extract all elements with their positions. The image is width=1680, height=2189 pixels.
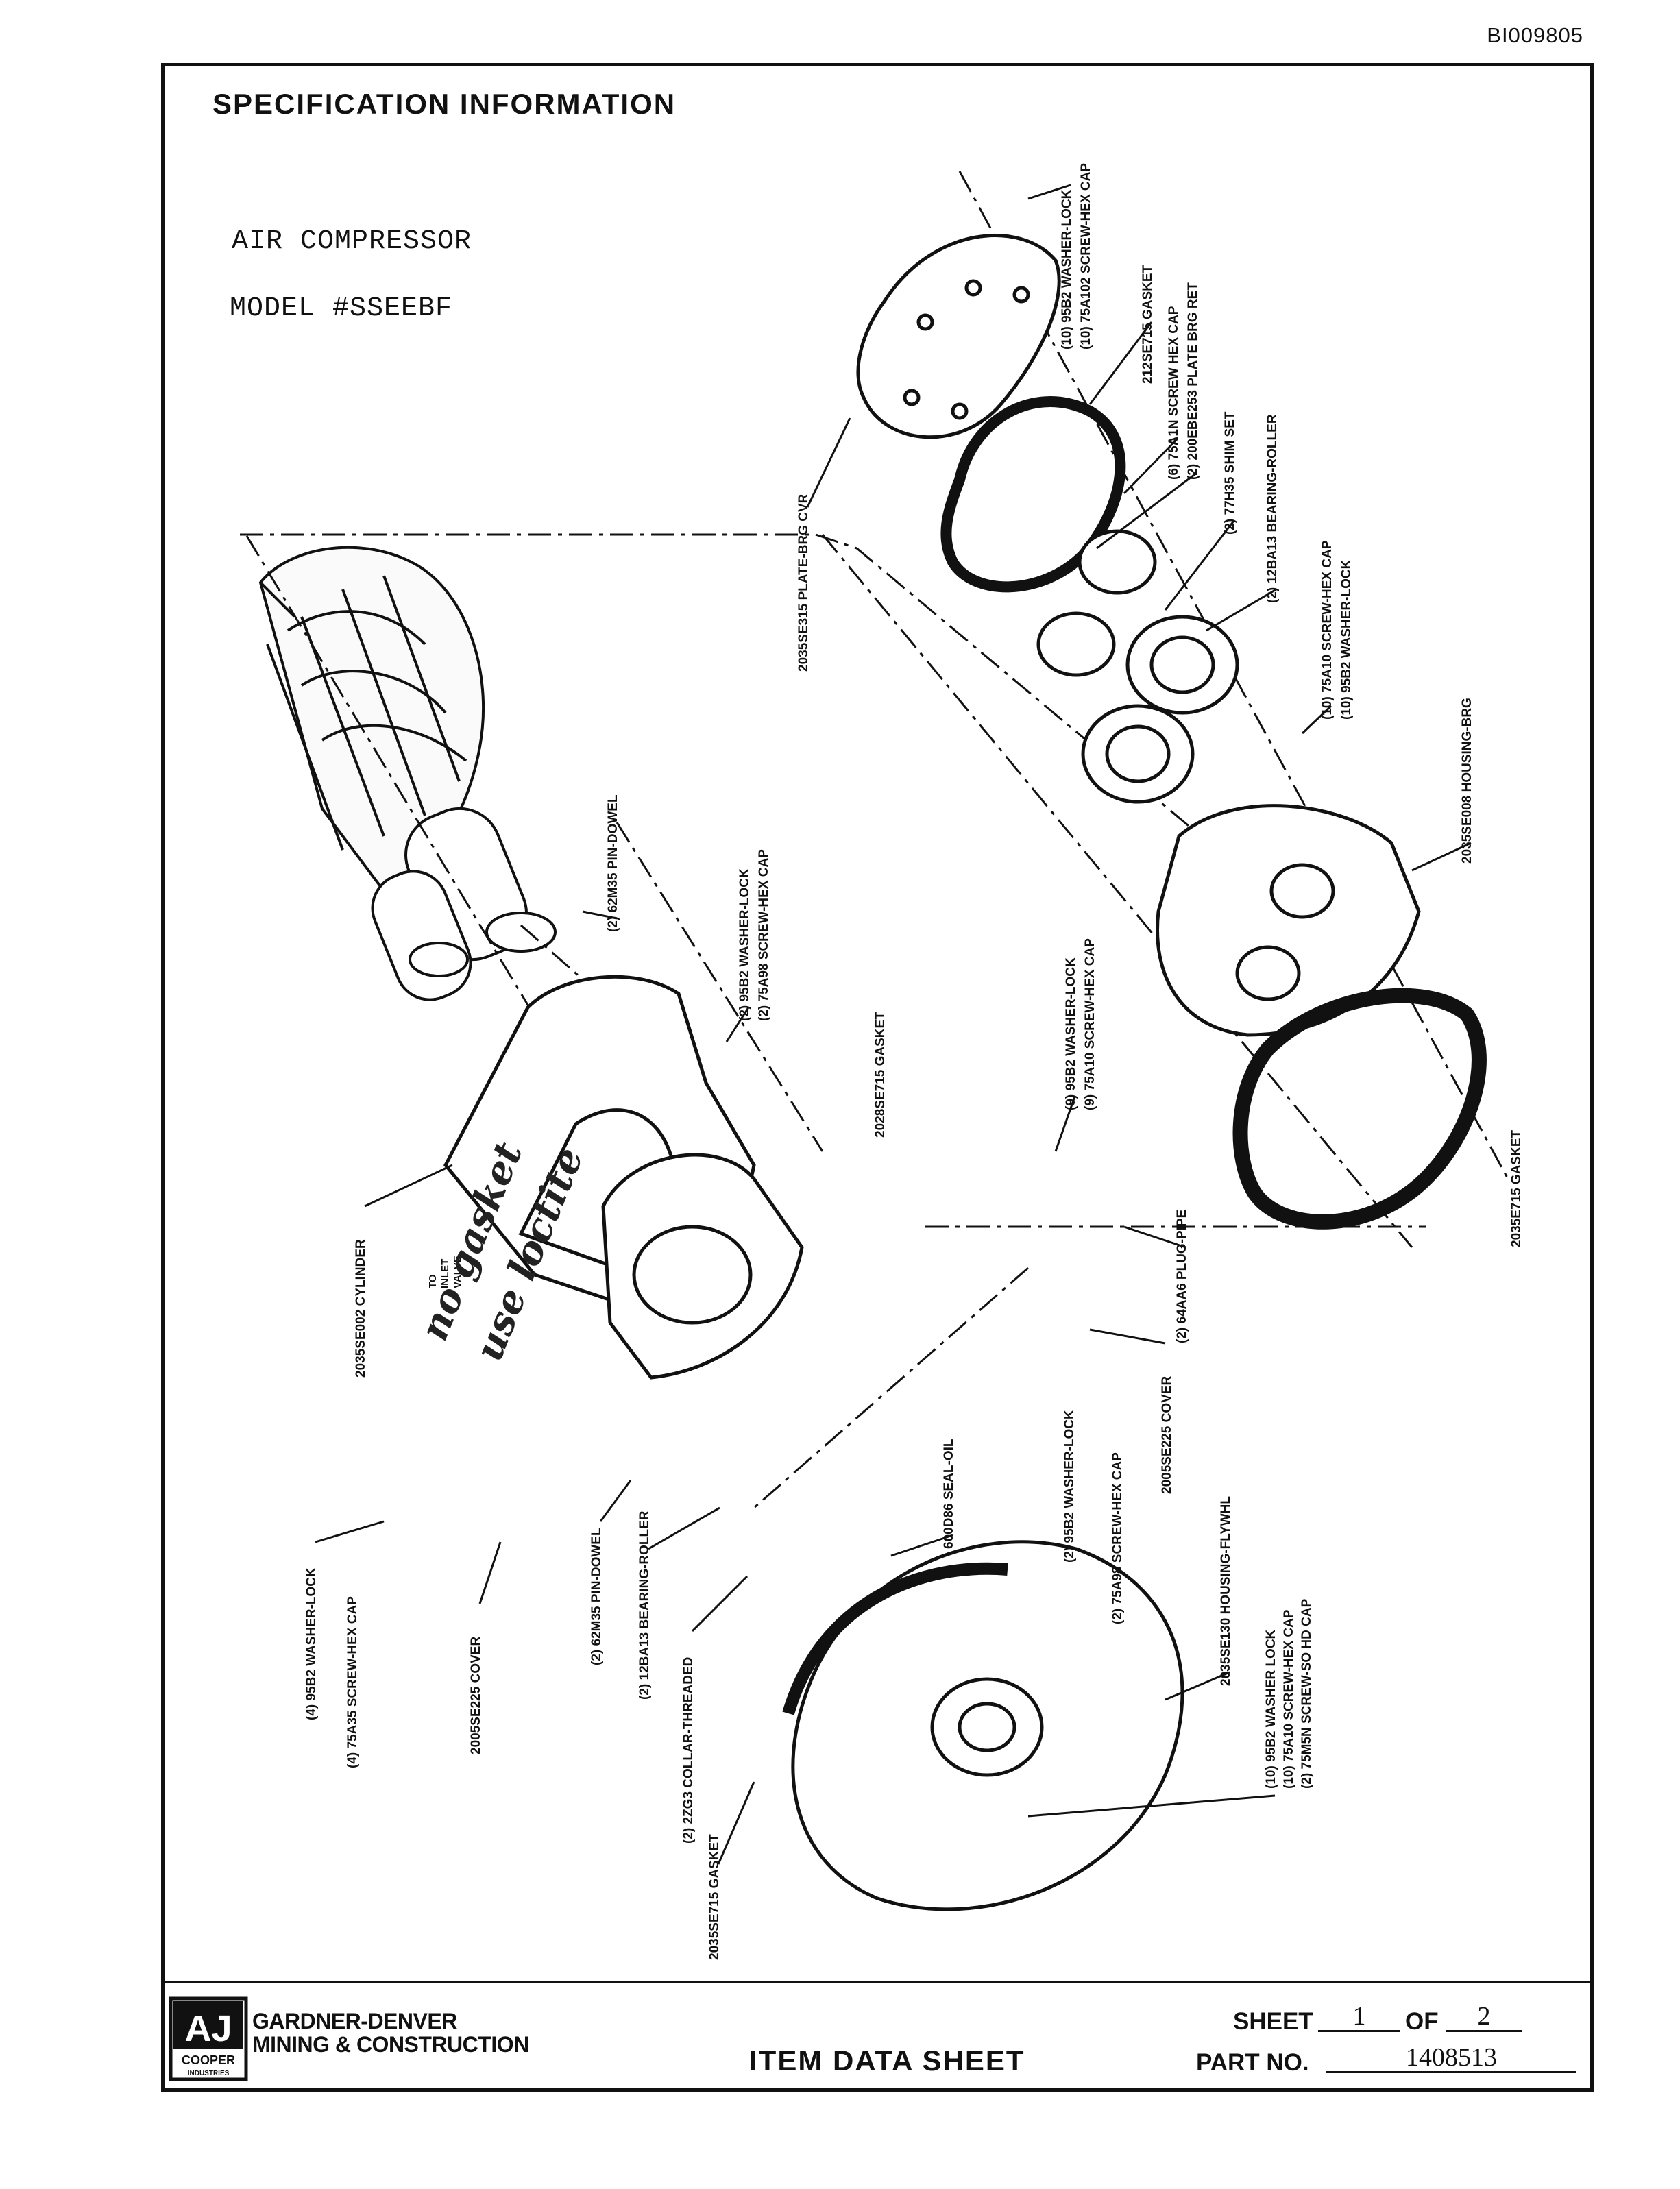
bearing-housing xyxy=(1156,804,1421,1037)
label-washer-lock-top: (10) 95B2 WASHER-LOCK xyxy=(1060,189,1074,350)
company-line2: MINING & CONSTRUCTION xyxy=(252,2032,529,2057)
label-housing-brg: 2035SE008 HOUSING-BRG xyxy=(1460,698,1474,864)
label-screw-hex-cap-mid: (2) 75A98 SCREW-HEX CAP xyxy=(757,849,771,1021)
label-screw-low: (2) 75A98 SCREW-HEX CAP xyxy=(1110,1452,1125,1624)
label-fly-screw-hex: (10) 75A10 SCREW-HEX CAP xyxy=(1282,1609,1296,1789)
gasket-bottom xyxy=(782,1562,1008,1715)
label-bearing-roller-top: (2) 12BA13 BEARING-ROLLER xyxy=(1265,414,1280,603)
document-id: BI009805 xyxy=(1487,23,1583,47)
label-housing-flywhl: 2035SE130 HOUSING-FLYWHL xyxy=(1219,1496,1233,1686)
title-block xyxy=(161,1981,1594,2094)
label-screw-hex-cap-top: (10) 75A102 SCREW-HEX CAP xyxy=(1079,163,1093,350)
sheet-total-field: 2 xyxy=(1446,2003,1522,2032)
label-bearing-roller-low: (2) 12BA13 BEARING-ROLLER xyxy=(637,1511,652,1700)
sheet-number-field: 1 xyxy=(1318,2003,1400,2032)
label-cover-left: 2005SE225 COVER xyxy=(469,1637,483,1754)
gasket-right xyxy=(1232,988,1487,1230)
label-fly-screw-so: (2) 75M5N SCREW-SO HD CAP xyxy=(1300,1598,1314,1789)
sheet-frame xyxy=(161,63,1594,2092)
label-pin-dowel-top: (2) 62M35 PIN-DOWEL xyxy=(606,794,620,932)
cylinder-body xyxy=(443,975,804,1380)
label-gasket-top: 212SE715 GASKET xyxy=(1141,265,1155,384)
label-screw-left: (4) 75A35 SCREW-HEX CAP xyxy=(345,1596,360,1768)
flywheel-housing xyxy=(791,1540,1184,1911)
company-line1: GARDNER-DENVER xyxy=(252,2009,457,2033)
part-number-label: PART NO. xyxy=(1196,2049,1309,2076)
label-screw-hex-cap: (10) 75A10 SCREW-HEX CAP xyxy=(1320,540,1335,720)
label-fly-washer: (10) 95B2 WASHER LOCK xyxy=(1264,1629,1278,1789)
spec-heading: SPECIFICATION INFORMATION xyxy=(212,88,677,120)
sheet-label: SHEET xyxy=(1233,2008,1313,2035)
label-washer-lock: (10) 95B2 WASHER-LOCK xyxy=(1339,559,1354,720)
svg-text:COOPER: COOPER xyxy=(182,2053,235,2067)
label-washer-left: (4) 95B2 WASHER-LOCK xyxy=(304,1567,319,1720)
of-label: OF xyxy=(1405,2008,1439,2035)
label-shim-set: (2) 77H35 SHIM SET xyxy=(1223,411,1237,535)
label-to-inlet-valve-2: INLET xyxy=(439,1259,451,1288)
svg-text:AJ: AJ xyxy=(184,2008,232,2049)
rotor-assembly xyxy=(258,546,557,1001)
bearing-cover-plate-top xyxy=(856,234,1061,439)
label-plug-pipe: (2) 64AA6 PLUG-PIPE xyxy=(1175,1210,1189,1343)
svg-text:INDUSTRIES: INDUSTRIES xyxy=(188,2070,230,2077)
label-gasket-mid: 2028SE715 GASKET xyxy=(873,1012,888,1138)
model-number: MODEL #SSEEBF xyxy=(230,293,453,324)
callout-labels: (10) 95B2 WASHER-LOCK (10) 75A102 SCREW-… xyxy=(304,163,1524,1960)
label-plate-brg-cvr: 2035SE315 PLATE-BRG CVR xyxy=(796,493,811,672)
cooper-industries-logo: AJ COOPER INDUSTRIES xyxy=(169,1996,248,2081)
label-plate-brg-ret: (2) 200EBE253 PLATE BRG RET xyxy=(1186,282,1200,480)
label-cover-right: 2005SE225 COVER xyxy=(1160,1376,1174,1494)
label-seal-oil: 600D86 SEAL-OIL xyxy=(942,1439,956,1549)
label-collar-threaded: (2) 2ZG3 COLLAR-THREADED xyxy=(681,1657,696,1844)
form-title: ITEM DATA SHEET xyxy=(749,2044,1025,2077)
label-to-inlet-valve-3: VALVE xyxy=(452,1256,463,1288)
product-title: AIR COMPRESSOR xyxy=(232,226,472,257)
part-number-field: 1408513 xyxy=(1326,2044,1576,2073)
label-gasket-right: 2035E715 GASKET xyxy=(1509,1130,1524,1247)
label-pin-dowel-low: (2) 62M35 PIN-DOWEL xyxy=(589,1528,604,1665)
leader-lines xyxy=(315,184,1472,1865)
label-to-inlet-valve-1: TO xyxy=(427,1274,439,1288)
label-washer-lock-cover: (9) 95B2 WASHER-LOCK xyxy=(1064,957,1078,1110)
bearing-stack-top xyxy=(1036,529,1239,804)
company-name: GARDNER-DENVER MINING & CONSTRUCTION xyxy=(252,2009,529,2056)
label-cylinder: 2035SE002 CYLINDER xyxy=(354,1239,368,1378)
label-gasket-bottom: 2035SE715 GASKET xyxy=(707,1834,722,1960)
label-washer-lock-mid: (2) 95B2 WASHER-LOCK xyxy=(738,868,752,1021)
label-washer-lock-low: (2) 95B2 WASHER-LOCK xyxy=(1062,1410,1077,1563)
label-screw-hex-cap-cover: (9) 75A10 SCREW-HEX CAP xyxy=(1083,938,1097,1110)
label-screw-plate: (6) 75A1N SCREW HEX CAP xyxy=(1167,306,1181,480)
